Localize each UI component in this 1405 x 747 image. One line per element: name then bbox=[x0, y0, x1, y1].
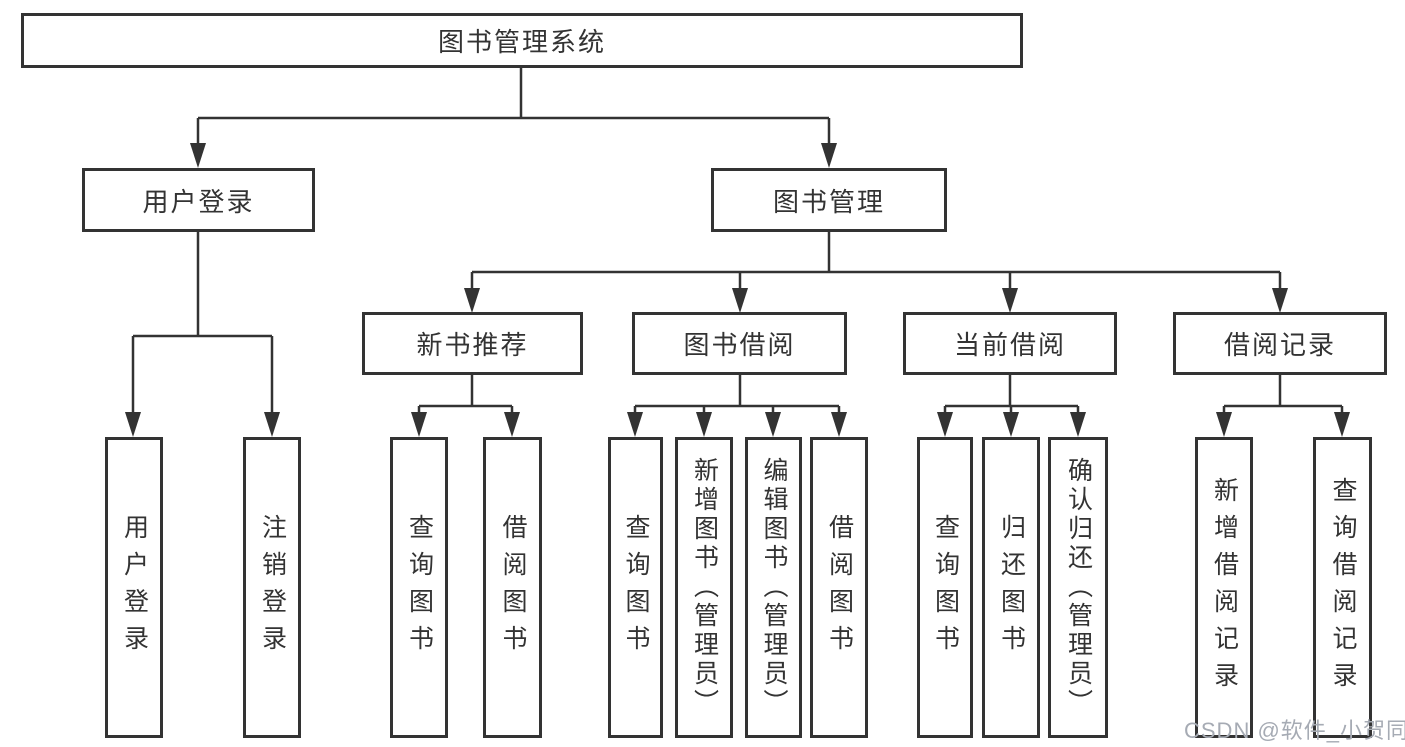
leaf-label: 确认归还（管理员） bbox=[1064, 457, 1093, 718]
arrowhead-icon bbox=[696, 412, 712, 437]
leaf-current-return: 归还图书 bbox=[982, 437, 1040, 738]
leaf-label: 借阅图书 bbox=[825, 513, 854, 662]
leaf-label: 用户登录 bbox=[120, 513, 149, 662]
leaf-borrow-edit-admin: 编辑图书（管理员） bbox=[745, 437, 802, 738]
arrowhead-icon bbox=[1070, 412, 1086, 437]
arrowhead-icon bbox=[1272, 288, 1288, 313]
node-borrow-records: 借阅记录 bbox=[1173, 312, 1387, 375]
watermark: CSDN @软件_小贺同学 bbox=[1184, 718, 1405, 743]
leaf-label: 新增图书（管理员） bbox=[690, 457, 719, 718]
connector-root-to-level2 bbox=[190, 68, 837, 168]
leaf-current-confirm-admin: 确认归还（管理员） bbox=[1048, 437, 1108, 738]
connector-line bbox=[196, 68, 831, 144]
connector-book-borrow-to-leaves bbox=[627, 375, 847, 437]
connector-new-books-to-leaves bbox=[411, 375, 520, 437]
arrowhead-icon bbox=[627, 412, 643, 437]
arrowhead-icon bbox=[125, 412, 141, 437]
leaf-label: 查询借阅记录 bbox=[1329, 476, 1357, 699]
arrowhead-icon bbox=[411, 412, 427, 437]
arrowhead-icon bbox=[1002, 288, 1018, 313]
leaf-records-add: 新增借阅记录 bbox=[1195, 437, 1253, 738]
arrowhead-icon bbox=[464, 288, 480, 313]
leaf-current-query: 查询图书 bbox=[917, 437, 973, 738]
connector-line bbox=[943, 375, 1080, 413]
connector-book-management-to-level3 bbox=[464, 232, 1288, 313]
node-label: 新书推荐 bbox=[416, 330, 529, 360]
node-user-login: 用户登录 bbox=[82, 168, 315, 232]
leaf-borrow-query: 查询图书 bbox=[608, 437, 663, 738]
arrowhead-icon bbox=[504, 412, 520, 437]
connector-line bbox=[1222, 375, 1344, 413]
connector-line bbox=[417, 375, 514, 413]
leaf-borrow-borrow: 借阅图书 bbox=[810, 437, 868, 738]
arrowhead-icon bbox=[264, 412, 280, 437]
leaf-logout: 注销登录 bbox=[243, 437, 301, 738]
leaf-label: 借阅图书 bbox=[499, 513, 527, 662]
arrowhead-icon bbox=[1334, 412, 1350, 437]
arrowhead-icon bbox=[1216, 412, 1232, 437]
node-label: 用户登录 bbox=[142, 186, 255, 217]
leaf-label: 编辑图书（管理员） bbox=[760, 457, 788, 718]
connector-line bbox=[131, 232, 274, 413]
node-book-management: 图书管理 bbox=[711, 168, 947, 232]
node-label: 图书管理系统 bbox=[437, 27, 606, 57]
arrowhead-icon bbox=[821, 143, 837, 168]
node-label: 图书借阅 bbox=[683, 330, 796, 360]
connector-borrow-records-to-leaves bbox=[1216, 375, 1350, 437]
node-root: 图书管理系统 bbox=[21, 13, 1023, 68]
node-book-borrow: 图书借阅 bbox=[632, 312, 847, 375]
arrowhead-icon bbox=[765, 412, 781, 437]
node-label: 借阅记录 bbox=[1223, 330, 1336, 360]
arrowhead-icon bbox=[190, 143, 206, 168]
leaf-label: 查询图书 bbox=[622, 513, 650, 662]
leaf-records-query: 查询借阅记录 bbox=[1313, 437, 1372, 738]
leaf-label: 查询图书 bbox=[931, 513, 960, 662]
connector-line bbox=[470, 232, 1282, 289]
node-current-borrow: 当前借阅 bbox=[903, 312, 1117, 375]
leaf-label: 归还图书 bbox=[997, 513, 1026, 662]
leaf-newbooks-query: 查询图书 bbox=[390, 437, 448, 738]
leaf-label: 查询图书 bbox=[405, 513, 434, 662]
leaf-newbooks-borrow: 借阅图书 bbox=[483, 437, 542, 738]
connector-current-borrow-to-leaves bbox=[937, 375, 1086, 437]
leaf-label: 新增借阅记录 bbox=[1210, 476, 1239, 699]
arrowhead-icon bbox=[831, 412, 847, 437]
leaf-borrow-add-admin: 新增图书（管理员） bbox=[675, 437, 733, 738]
arrowhead-icon bbox=[732, 288, 748, 313]
connector-line bbox=[633, 375, 841, 413]
connector-user-login-to-leaves bbox=[125, 232, 280, 437]
arrowhead-icon bbox=[937, 412, 953, 437]
node-new-books: 新书推荐 bbox=[362, 312, 583, 375]
arrowhead-icon bbox=[1003, 412, 1019, 437]
node-label: 图书管理 bbox=[772, 186, 885, 217]
node-label: 当前借阅 bbox=[953, 330, 1066, 360]
leaf-label: 注销登录 bbox=[258, 513, 287, 662]
leaf-user-login: 用户登录 bbox=[105, 437, 163, 738]
